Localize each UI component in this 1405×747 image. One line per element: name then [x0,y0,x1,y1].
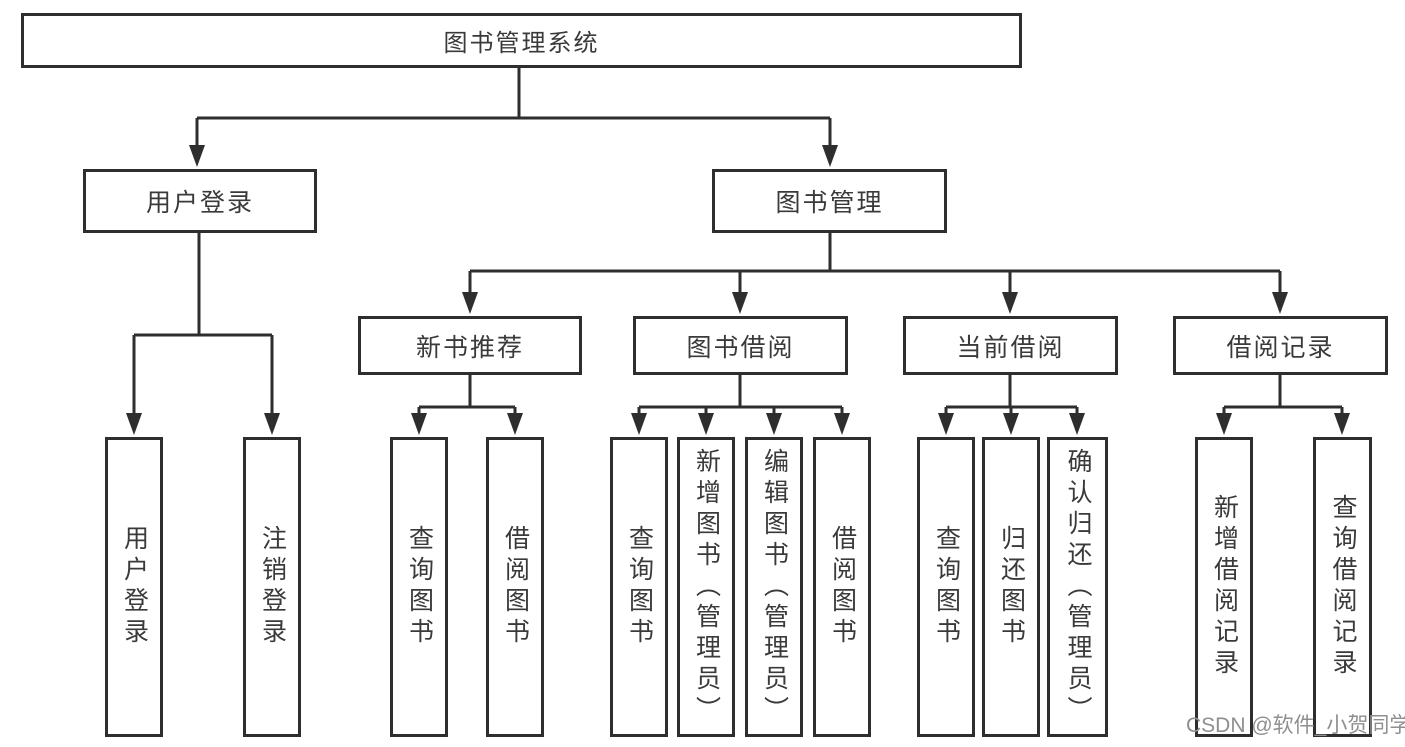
node-label: 注销登录 [258,525,287,649]
node-label: 查询图书 [932,525,961,649]
node-book-management: 图书管理 [712,169,947,233]
node-borrow-records: 借阅记录 [1173,316,1388,375]
leaf-add-borrow-record: 新增借阅记录 [1195,437,1253,737]
node-label: 编辑图书（管理员） [760,447,789,727]
leaf-borrow-books-2: 借阅图书 [813,437,871,737]
node-label: 图书借阅 [686,333,795,362]
node-label: 借阅记录 [1226,333,1335,362]
leaf-query-books-2: 查询图书 [610,437,668,737]
node-label: 借阅图书 [501,525,530,649]
node-user-login: 用户登录 [83,169,317,233]
node-label: 新增图书（管理员） [692,447,721,727]
node-label: 查询借阅记录 [1329,494,1357,680]
node-label: 当前借阅 [956,333,1065,362]
node-label: 查询图书 [405,525,434,649]
leaf-logout: 注销登录 [243,437,301,737]
csdn-watermark: CSDN @软件_小贺同学 [1186,714,1405,737]
node-library-system: 图书管理系统 [21,13,1022,68]
node-label: 借阅图书 [828,525,857,649]
node-current-borrowing: 当前借阅 [903,316,1118,375]
leaf-edit-books-admin: 编辑图书（管理员） [745,437,803,737]
node-label: 归还图书 [997,525,1026,649]
node-label: 图书管理 [775,189,884,217]
leaf-borrow-books-1: 借阅图书 [486,437,544,737]
leaf-add-books-admin: 新增图书（管理员） [677,437,735,737]
leaf-query-borrow-record: 查询借阅记录 [1313,437,1372,737]
leaf-user-login: 用户登录 [105,437,163,737]
leaf-query-books-1: 查询图书 [390,437,448,737]
leaf-return-books: 归还图书 [982,437,1040,737]
node-book-borrowing: 图书借阅 [633,316,848,375]
node-label: 新增借阅记录 [1210,494,1239,680]
node-new-book-recommend: 新书推荐 [358,316,582,375]
leaf-confirm-return-admin: 确认归还（管理员） [1047,437,1108,737]
node-label: 新书推荐 [415,333,524,362]
node-label: 用户登录 [145,189,254,217]
node-label: 确认归还（管理员） [1064,447,1092,727]
node-label: 查询图书 [625,525,654,649]
leaf-query-books-3: 查询图书 [917,437,975,737]
node-label: 用户登录 [120,525,149,649]
node-label: 图书管理系统 [443,30,600,57]
